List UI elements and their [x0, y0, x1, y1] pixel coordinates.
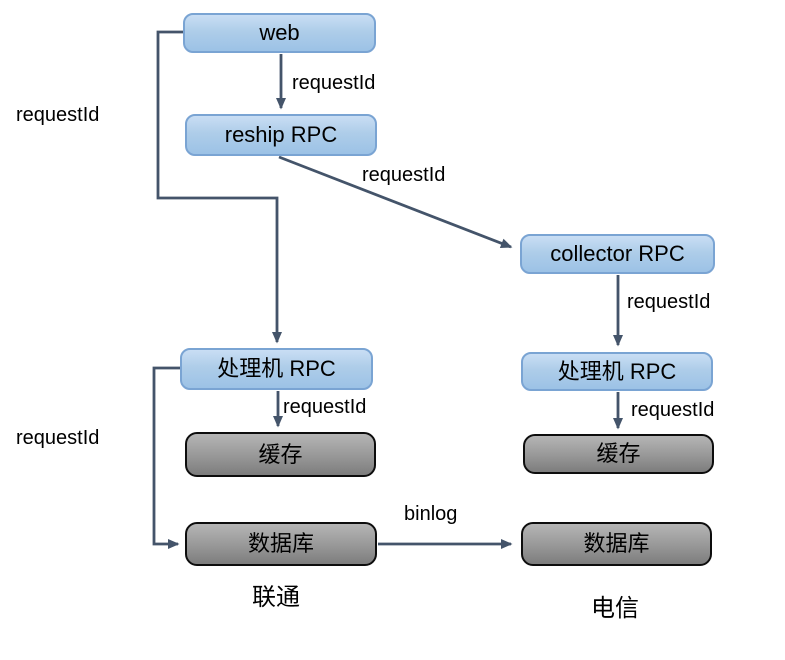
edge-label-processor-left-to-db-left: requestId: [16, 427, 100, 449]
node-collector-rpc: collector RPC: [520, 234, 715, 274]
edge-web-to-processor-left-line: [156, 30, 282, 344]
edge-label-processor-right-to-cache-right: requestId: [631, 399, 715, 421]
region-label-telecom: 电信: [591, 594, 639, 622]
node-cache-left: 缓存: [185, 432, 376, 477]
edge-label-binlog: binlog: [404, 503, 458, 525]
edge-label-web-to-reship: requestId: [292, 72, 376, 94]
edge-label-processor-left-to-cache-left: requestId: [283, 396, 367, 418]
node-processor-rpc-right: 处理机 RPC: [521, 352, 713, 391]
node-database-right: 数据库: [521, 522, 712, 566]
edge-label-collector-to-processor-right: requestId: [627, 291, 711, 313]
edge-processor-left-to-db-left-line: [152, 366, 181, 549]
edge-label-web-to-processor-left: requestId: [16, 104, 100, 126]
node-processor-rpc-left: 处理机 RPC: [180, 348, 373, 390]
edge-reship-to-collector-line: [278, 155, 513, 249]
node-reship-rpc: reship RPC: [185, 114, 377, 156]
node-database-left: 数据库: [185, 522, 377, 566]
node-web: web: [183, 13, 376, 53]
edge-label-reship-to-collector: requestId: [362, 164, 446, 186]
node-cache-right: 缓存: [523, 434, 714, 474]
region-label-unicom: 联通: [252, 583, 300, 611]
